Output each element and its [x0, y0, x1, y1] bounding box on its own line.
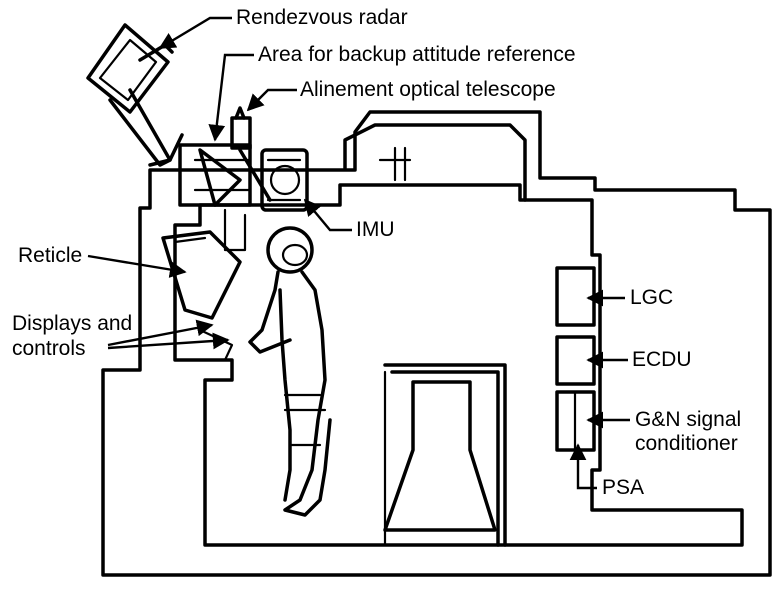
upper-bay	[343, 123, 527, 202]
label-imu: IMU	[356, 218, 395, 241]
leader-reticle	[87, 254, 187, 278]
leader-psa	[569, 443, 597, 490]
displays-panel	[198, 328, 234, 362]
lgc-box	[555, 266, 596, 327]
leader-backup	[208, 53, 254, 142]
label-backup-attitude: Area for backup attitude reference	[258, 43, 576, 66]
cabin-inner-outline	[173, 183, 744, 547]
reticle-window	[161, 230, 242, 320]
reticle-frame	[173, 236, 207, 244]
leader-imu	[303, 198, 352, 232]
leader-radar	[158, 16, 232, 50]
label-psa: PSA	[602, 476, 645, 499]
label-gn-line2: conditioner	[635, 432, 738, 455]
leader-displays-1	[107, 319, 214, 347]
tunnel-frame	[390, 370, 500, 547]
astronaut-figure	[248, 226, 332, 517]
cabin-outer-outline	[101, 110, 772, 577]
label-reticle: Reticle	[18, 244, 83, 267]
imu-unit	[260, 148, 309, 212]
tunnel-funnel	[383, 380, 497, 532]
label-lgc: LGC	[630, 286, 674, 309]
label-rendezvous-radar: Rendezvous radar	[236, 6, 408, 29]
navigation-base	[178, 106, 272, 252]
label-displays-line1: Displays and	[12, 312, 133, 335]
leader-telescope	[246, 88, 297, 112]
label-alignment-telescope: Alinement optical telescope	[300, 78, 556, 101]
upper-bay-inner	[378, 146, 412, 182]
label-ecdu: ECDU	[632, 348, 692, 371]
leader-displays-2	[107, 332, 230, 350]
tunnel-outer	[383, 363, 507, 547]
label-gn-line1: G&N signal	[635, 408, 742, 431]
label-displays-line2: controls	[12, 337, 86, 360]
rendezvous-radar	[86, 23, 184, 167]
